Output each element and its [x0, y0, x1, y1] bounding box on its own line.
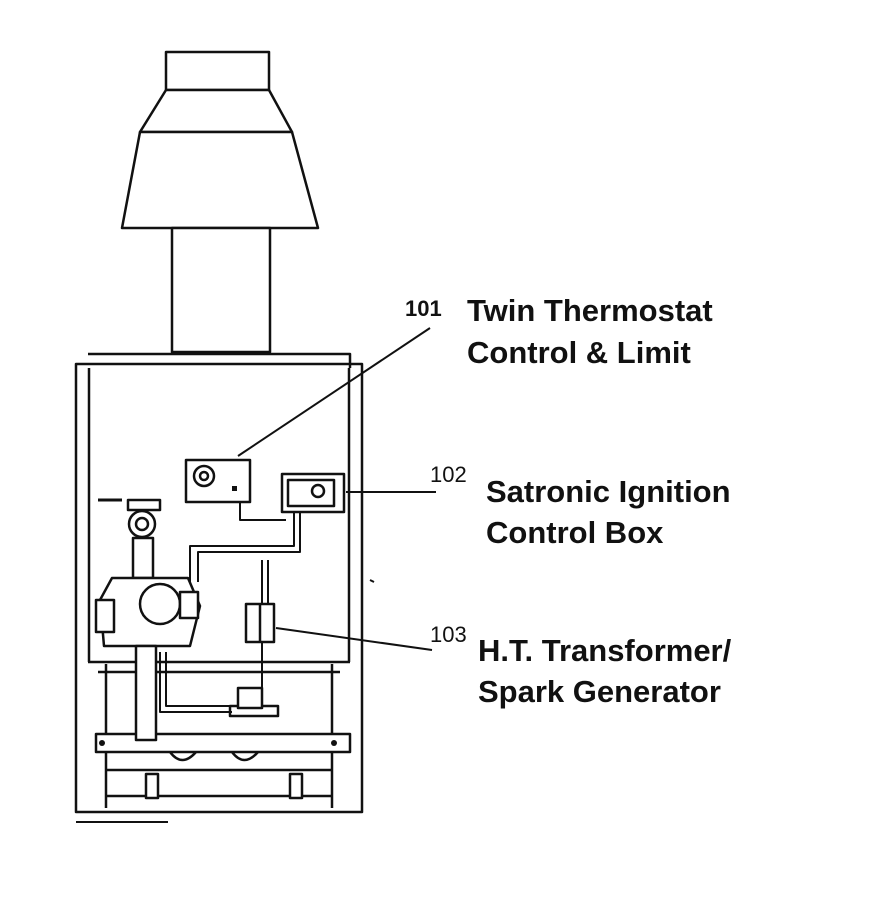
callout-number: 102: [430, 462, 467, 487]
callout-number: 101: [405, 296, 442, 321]
callout-line-2: Control & Limit: [467, 335, 691, 370]
callout-line-2: Spark Generator: [478, 674, 721, 709]
leader-lines: [237, 327, 436, 651]
flue-draft-hood: [120, 50, 320, 354]
callout-line-2: Control Box: [486, 515, 664, 550]
wiring: [159, 502, 301, 713]
callout-number: 103: [430, 622, 467, 647]
callout-line-1: Twin Thermostat: [467, 293, 713, 328]
burner-manifold: [94, 686, 352, 800]
thermostat-control: [184, 458, 252, 504]
spark-generator: [244, 602, 276, 644]
gas-valve-assembly: [94, 498, 202, 742]
leader-line-103: [275, 627, 433, 651]
callout-line-1: H.T. Transformer/: [478, 633, 732, 668]
leader-line-101: [237, 327, 431, 457]
callout-line-1: Satronic Ignition: [486, 474, 731, 509]
ignition-control-box: [280, 472, 346, 514]
